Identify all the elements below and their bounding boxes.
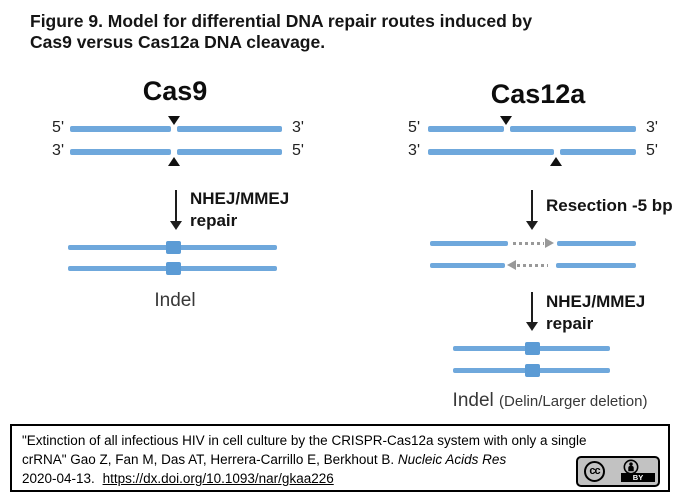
cas9-top-strand-left-segment <box>70 126 171 132</box>
cas12a-resection-arrowhead-icon <box>526 221 538 230</box>
cas12a-top-resection-arrowhead-icon <box>545 238 554 248</box>
cas12a-bottom-indel-square <box>525 364 540 377</box>
citation-box: "Extinction of all infectious HIV in cel… <box>10 424 670 492</box>
cas12a-bottom-strand-right-segment <box>560 149 636 155</box>
cas9-top-strand-right-segment <box>177 126 282 132</box>
figure-title-line2: Cas9 versus Cas12a DNA cleavage. <box>30 32 326 52</box>
cas12a-bottom-strand-left-segment <box>428 149 554 155</box>
citation-line1: "Extinction of all infectious HIV in cel… <box>22 433 587 448</box>
cas9-bottom-strand-left-segment <box>70 149 171 155</box>
cas12a-top-strand-3prime-label: 3' <box>646 119 658 136</box>
cc-by-badge: cc BY <box>576 456 660 487</box>
cas12a-resection-arrow <box>531 190 533 221</box>
cas9-repair-arrowhead-icon <box>170 221 182 230</box>
cas12a-top-indel-square <box>525 342 540 355</box>
cas12a-result-label-main: Indel <box>452 390 494 411</box>
cas9-top-indel-square <box>166 241 181 254</box>
cas9-bottom-strand-right-segment <box>177 149 282 155</box>
cas12a-bottom-strand-5prime-label: 5' <box>646 142 658 159</box>
citation-journal: Nucleic Acids Res <box>397 452 507 467</box>
citation-text: "Extinction of all infectious HIV in cel… <box>22 431 632 488</box>
cas12a-resection-step-label: Resection -5 bp <box>546 196 673 215</box>
cas9-result-label: Indel <box>154 290 196 311</box>
figure-title-line1: Figure 9. Model for differential DNA rep… <box>30 11 533 31</box>
cas12a-resected-top-right-segment <box>557 241 636 246</box>
figure-title: Figure 9. Model for differential DNA rep… <box>30 11 658 53</box>
cas9-top-strand-3prime-label: 3' <box>292 119 304 136</box>
cas9-bottom-strand-5prime-label: 5' <box>292 142 304 159</box>
cc-icon: cc <box>584 461 605 482</box>
cas9-panel-header: Cas9 <box>142 76 208 106</box>
cas9-repair-step-label-line1: NHEJ/MMEJ <box>190 189 290 208</box>
cas9-repair-arrow <box>175 190 177 221</box>
cas12a-resected-bottom-left-segment <box>430 263 505 268</box>
cas12a-top-resection-dots <box>513 242 544 245</box>
cas12a-resected-top-left-segment <box>430 241 508 246</box>
cas9-repair-step-label-line2: repair <box>190 211 238 230</box>
cas12a-repair-step-label-line1: NHEJ/MMEJ <box>546 292 646 311</box>
cas9-bottom-strand-3prime-label: 3' <box>52 142 64 159</box>
cas12a-top-strand-left-segment <box>428 126 504 132</box>
cas9-top-strand-5prime-label: 5' <box>52 119 64 136</box>
cas12a-bottom-resection-arrowhead-icon <box>507 260 516 270</box>
cas12a-panel-header: Cas12a <box>490 79 586 109</box>
cas9-bottom-indel-square <box>166 262 181 275</box>
cas12a-result-note: (Delin/Larger deletion) <box>499 393 648 410</box>
cas12a-repair-step-label-line2: repair <box>546 314 594 333</box>
cas12a-repair-arrowhead-icon <box>526 322 538 331</box>
cas12a-top-strand-right-segment <box>510 126 636 132</box>
cas12a-top-strand-5prime-label: 5' <box>408 119 420 136</box>
cas12a-bottom-resection-dots <box>517 264 548 267</box>
cas12a-bottom-cut-site-icon <box>550 157 562 166</box>
by-label: BY <box>621 473 655 482</box>
cas12a-top-cut-site-icon <box>500 116 512 125</box>
citation-line2: crRNA" Gao Z, Fan M, Das AT, Herrera-Car… <box>22 452 507 467</box>
cas9-bottom-cut-site-icon <box>168 157 180 166</box>
cas12a-resected-bottom-right-segment <box>556 263 636 268</box>
cas9-top-cut-site-icon <box>168 116 180 125</box>
cas12a-result-label: Indel (Delin/Larger deletion) <box>430 390 670 412</box>
doi-link[interactable]: https://dx.doi.org/10.1093/nar/gkaa226 <box>102 471 334 486</box>
cas12a-repair-arrow <box>531 292 533 322</box>
citation-line3: 2020-04-13. https://dx.doi.org/10.1093/n… <box>22 471 334 486</box>
cas12a-bottom-strand-3prime-label: 3' <box>408 142 420 159</box>
